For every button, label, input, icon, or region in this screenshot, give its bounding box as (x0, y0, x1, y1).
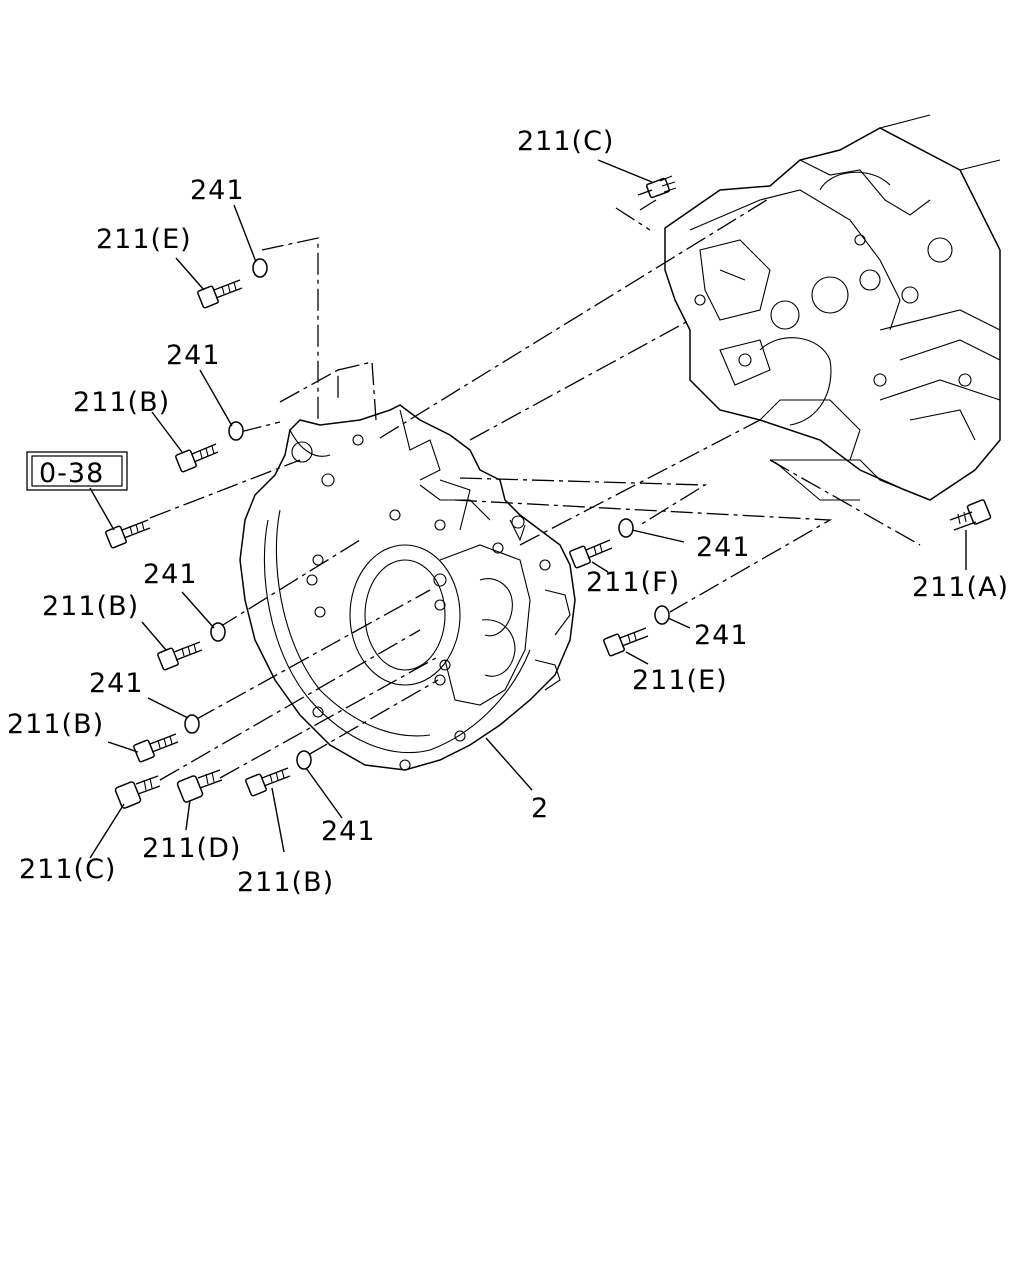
label-211e-a: 211(E) (96, 224, 192, 255)
washer-241-c (210, 622, 226, 642)
label-241-a: 241 (190, 175, 245, 206)
washer-241-f (618, 518, 634, 538)
fasteners (105, 175, 992, 809)
bolt-211f (569, 539, 613, 569)
label-241-f: 241 (696, 532, 751, 563)
washer-241-a (252, 258, 268, 278)
bolt-211b-a (175, 443, 219, 473)
label-241-g: 241 (694, 620, 749, 651)
bolt-211a (949, 499, 992, 531)
bolt-211e-right (603, 627, 649, 657)
bolt-211e-upper (197, 279, 243, 309)
label-211a: 211(A) (912, 572, 1009, 603)
washer-241-e (296, 750, 312, 770)
label-211b-a: 211(B) (73, 387, 170, 418)
label-241-b: 241 (166, 340, 221, 371)
bolt-211b-d (245, 767, 291, 797)
washer-241-b (228, 421, 244, 441)
label-241-d: 241 (89, 668, 144, 699)
bolt-0-38 (105, 519, 151, 549)
label-211b-b: 211(B) (42, 591, 139, 622)
label-211f: 211(F) (586, 567, 680, 598)
alignment-lines (149, 197, 921, 781)
label-241-c: 241 (143, 559, 198, 590)
label-211b-d: 211(B) (237, 867, 334, 898)
label-211c-top: 211(C) (517, 126, 614, 157)
label-2: 2 (531, 793, 549, 824)
flywheel-housing (239, 404, 576, 771)
ref-box-label: 0-38 (39, 458, 104, 489)
label-211b-c: 211(B) (7, 709, 104, 740)
reference-box: 0-38 (26, 451, 128, 491)
washer-241-g (654, 605, 670, 625)
bolt-211c-bottom (114, 775, 161, 809)
label-211e-b: 211(E) (632, 665, 728, 696)
leader-lines (89, 159, 967, 859)
washer-241-d (184, 714, 200, 734)
bolt-211b-b (157, 641, 203, 671)
label-241-e: 241 (321, 816, 376, 847)
bolt-211c-top (637, 175, 677, 199)
bolt-211b-c (133, 733, 179, 763)
bolt-211d (176, 769, 223, 803)
label-211c-bottom: 211(C) (19, 854, 116, 885)
engine-block (664, 114, 1001, 501)
label-211d: 211(D) (142, 833, 241, 864)
part-labels: 211(C) 241 211(E) 241 211(B) 241 211(B) … (7, 126, 1009, 898)
